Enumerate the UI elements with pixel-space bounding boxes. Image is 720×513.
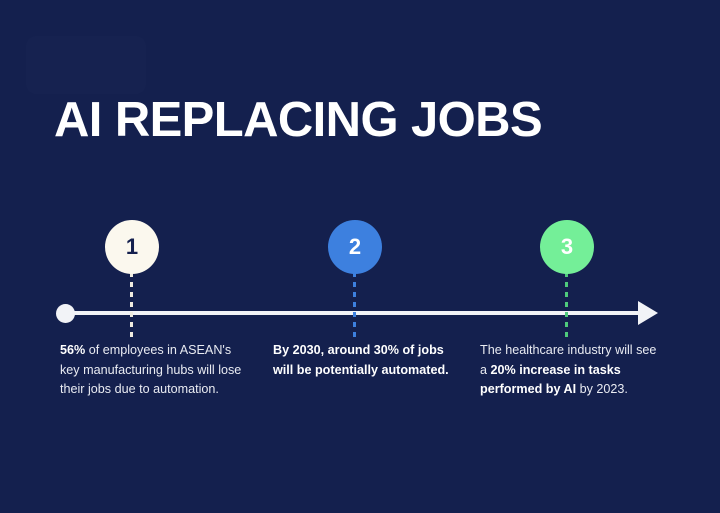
- caption-3-text-lead: The healthcare industry will see a: [480, 343, 657, 377]
- caption-1-text: of employees in ASEAN's key manufacturin…: [60, 343, 242, 397]
- timeline-caption-2: By 2030, around 30% of jobs will be pote…: [273, 343, 449, 377]
- timeline-marker-2-number: 2: [348, 234, 362, 259]
- timeline-caption-1: 56% of employees in ASEAN's key manufact…: [60, 341, 246, 400]
- timeline-caption-3: The healthcare industry will see a 20% i…: [480, 341, 658, 400]
- background-watermark: [26, 36, 146, 94]
- timeline-marker-2[interactable]: 2: [328, 220, 382, 274]
- timeline-connector-1: [130, 272, 133, 340]
- timeline-connector-3: [565, 272, 568, 340]
- timeline-marker-3-number: 3: [560, 234, 574, 259]
- caption-1-emphasis: 56%: [60, 343, 86, 357]
- caption-3-text-tail: by 2023.: [576, 382, 628, 397]
- timeline-connector-2: [353, 272, 356, 340]
- timeline-arrow-icon: [638, 301, 658, 325]
- timeline-marker-1[interactable]: 1: [105, 220, 159, 274]
- page-title: AI REPLACING JOBS: [54, 93, 543, 147]
- caption-3-emphasis: 20% increase in tasks performed by AI: [480, 362, 621, 397]
- timeline-marker-3[interactable]: 3: [540, 220, 594, 274]
- timeline-marker-1-number: 1: [125, 234, 139, 259]
